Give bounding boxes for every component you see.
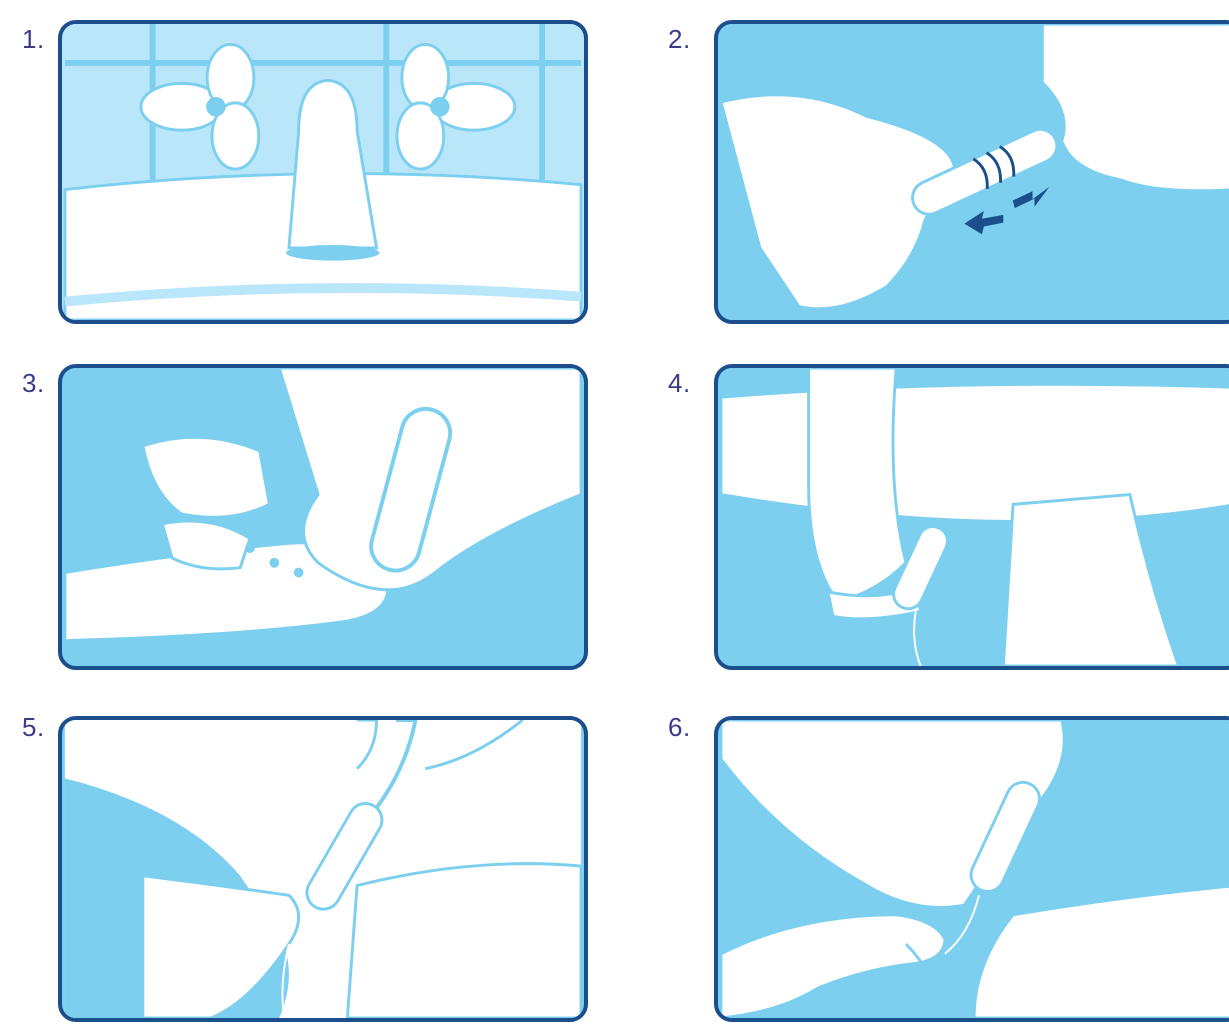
step-2-illustration [714,20,1229,324]
step-number-5: 5. [22,712,45,743]
step-5-illustration [58,716,588,1022]
hands-twist-illustration [718,24,1229,320]
insert-illustration [62,720,584,1018]
step-1-illustration [58,20,588,324]
step-number-2: 2. [668,24,691,55]
step-number-1: 1. [22,24,45,55]
step-4-illustration [714,364,1229,670]
step-number-3: 3. [22,368,45,399]
faucet-illustration [62,24,584,320]
step-3-illustration [58,364,588,670]
step-number-4: 4. [668,368,691,399]
unwrap-illustration [62,368,584,666]
step-number-6: 6. [668,712,691,743]
prepare-insert-illustration [718,368,1229,666]
remove-illustration [718,720,1229,1018]
step-6-illustration [714,716,1229,1022]
